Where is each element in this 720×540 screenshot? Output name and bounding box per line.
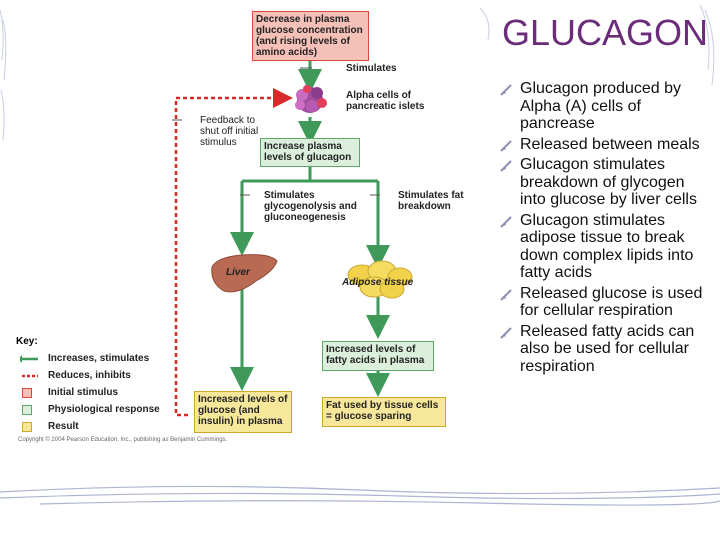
- bullet-icon: [500, 160, 512, 172]
- copyright-text: Copyright © 2004 Pearson Education, Inc.…: [18, 437, 228, 443]
- liver-illustration: [211, 254, 278, 293]
- stimulates-label: Stimulates: [346, 63, 397, 74]
- bullet-icon: [500, 326, 512, 339]
- liver-label: Liver: [226, 267, 250, 278]
- bullet-item: Released fatty acids can also be used fo…: [500, 323, 714, 376]
- glucagon-flow-diagram: Decrease in plasma glucose concentration…: [12, 5, 480, 452]
- bullet-item: Glucagon stimulates adipose tissue to br…: [500, 212, 714, 282]
- bullet-list: Glucagon produced by Alpha (A) cells of …: [500, 80, 714, 378]
- stimulates-glycogenolysis-label: Stimulates glycogenolysis and gluconeoge…: [264, 190, 357, 223]
- adipose-label: Adipose tissue: [342, 277, 414, 288]
- bullet-icon: [500, 288, 512, 301]
- alpha-cells-illustration: [295, 85, 327, 113]
- adipose-illustration: [347, 260, 413, 299]
- stimulates-fat-breakdown-label: Stimulates fat breakdown: [398, 190, 464, 212]
- fatty-acids-box: Increased levels of fatty acids in plasm…: [322, 341, 434, 371]
- slide-title: GLUCAGON: [501, 12, 708, 53]
- fat-used-box: Fat used by tissue cells = glucose spari…: [322, 397, 446, 427]
- diagram-arrows: [172, 61, 413, 417]
- bullet-item: Released between meals: [500, 136, 714, 154]
- feedback-label: Feedback to shut off initial stimulus: [200, 115, 259, 148]
- red-dashed-arrow-icon: [22, 374, 38, 378]
- alpha-cells-label: Alpha cells of pancreatic islets: [346, 90, 425, 112]
- bullet-item: Released glucose is used for cellular re…: [500, 285, 714, 320]
- bottom-decoration: [0, 485, 720, 506]
- key-title: Key:: [16, 336, 38, 347]
- initial-stimulus-box: Decrease in plasma glucose concentration…: [252, 11, 369, 61]
- bullet-icon: [500, 84, 512, 96]
- bullet-item: Glucagon stimulates breakdown of glycoge…: [500, 156, 714, 209]
- bullet-icon: [500, 139, 512, 152]
- glucose-plasma-box: Increased levels of glucose (and insulin…: [194, 391, 292, 433]
- increase-glucagon-box: Increase plasma levels of glucagon: [260, 138, 360, 167]
- green-arrow-icon: [20, 355, 38, 363]
- bullet-icon: [500, 215, 512, 228]
- bullet-item: Glucagon produced by Alpha (A) cells of …: [500, 80, 714, 133]
